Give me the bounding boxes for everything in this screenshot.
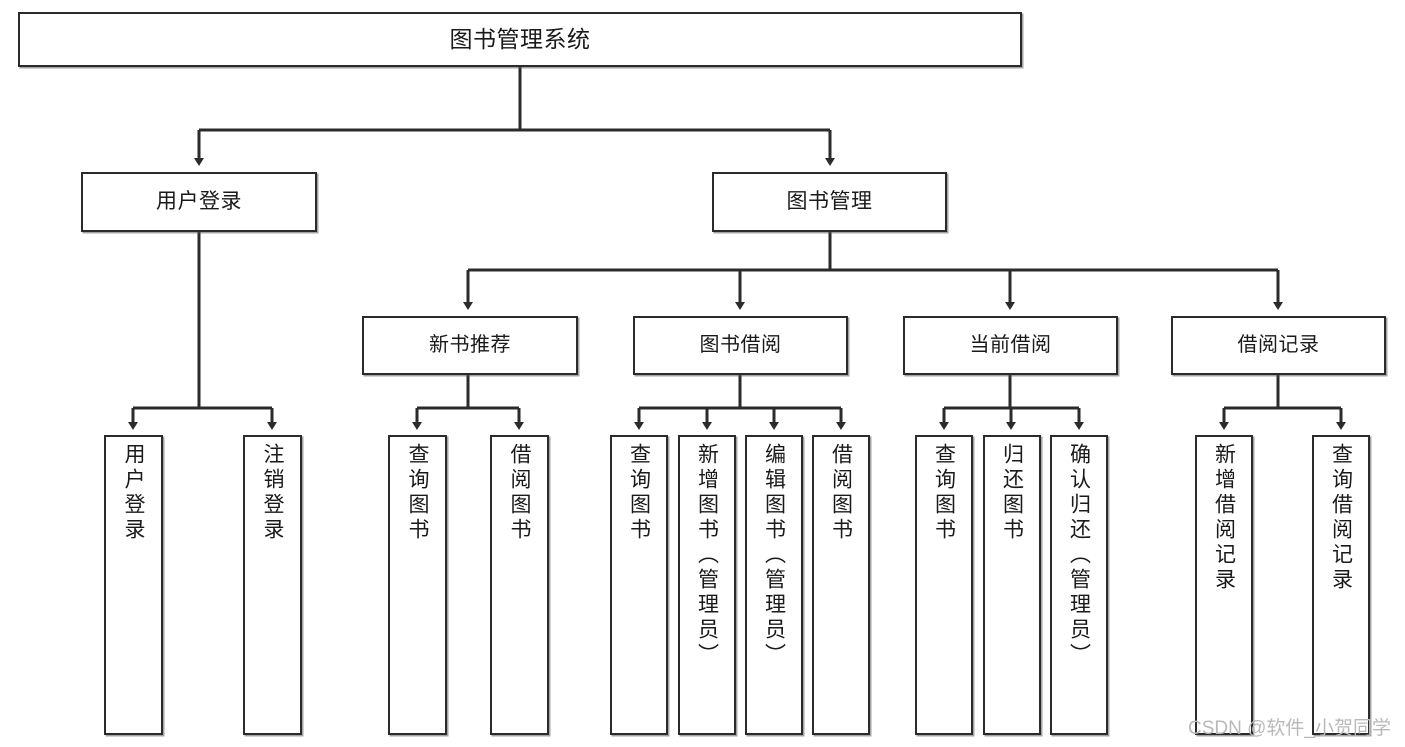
node-label: 借阅图书 — [829, 443, 853, 543]
leaf-recommend-query-book[interactable]: 查询图书 — [388, 435, 447, 735]
leaf-recommend-borrow-book[interactable]: 借阅图书 — [490, 435, 549, 735]
csdn-watermark: CSDN @软件_小贺同学 — [1188, 718, 1391, 739]
node-label: 注销登录 — [261, 443, 284, 543]
node-label: 图书管理 — [786, 189, 873, 213]
node-user-login[interactable]: 用户登录 — [81, 172, 317, 232]
leaf-current-confirm-return-admin[interactable]: 确认归还（管理员） — [1050, 435, 1108, 735]
node-label: 借阅图书 — [508, 443, 531, 543]
node-current-borrow[interactable]: 当前借阅 — [903, 316, 1118, 375]
node-label: 查询图书 — [627, 443, 651, 543]
node-label: 借阅记录 — [1237, 334, 1320, 356]
node-label: 编辑图书（管理员） — [762, 443, 786, 668]
node-label: 查询图书 — [932, 443, 956, 543]
node-label: 查询借阅记录 — [1329, 443, 1353, 593]
node-label: 图书管理系统 — [449, 26, 591, 53]
node-label: 新增图书（管理员） — [695, 443, 719, 668]
node-label: 新书推荐 — [429, 334, 511, 356]
leaf-borrow-borrow-book[interactable]: 借阅图书 — [812, 435, 870, 735]
node-label: 查询图书 — [406, 443, 429, 543]
node-label: 当前借阅 — [969, 334, 1052, 356]
node-label: 确认归还（管理员） — [1067, 443, 1091, 668]
leaf-user-login-logout[interactable]: 注销登录 — [243, 435, 302, 735]
leaf-current-query-book[interactable]: 查询图书 — [915, 435, 973, 735]
node-label: 归还图书 — [1000, 443, 1024, 543]
node-book-borrow[interactable]: 图书借阅 — [633, 316, 848, 375]
leaf-borrow-query-book[interactable]: 查询图书 — [610, 435, 668, 735]
node-label: 图书借阅 — [699, 334, 782, 356]
leaf-user-login-login[interactable]: 用户登录 — [104, 435, 163, 735]
leaf-borrow-edit-book-admin[interactable]: 编辑图书（管理员） — [745, 435, 803, 735]
leaf-record-query-record[interactable]: 查询借阅记录 — [1312, 435, 1370, 735]
leaf-current-return-book[interactable]: 归还图书 — [983, 435, 1041, 735]
node-root-system[interactable]: 图书管理系统 — [18, 12, 1022, 67]
node-label: 新增借阅记录 — [1212, 443, 1236, 593]
leaf-record-add-record[interactable]: 新增借阅记录 — [1195, 435, 1253, 735]
node-book-management[interactable]: 图书管理 — [712, 172, 947, 232]
node-label: 用户登录 — [156, 189, 242, 213]
leaf-borrow-add-book-admin[interactable]: 新增图书（管理员） — [678, 435, 736, 735]
node-label: 用户登录 — [122, 443, 145, 543]
node-borrow-record[interactable]: 借阅记录 — [1171, 316, 1386, 375]
node-new-book-recommend[interactable]: 新书推荐 — [362, 316, 578, 375]
